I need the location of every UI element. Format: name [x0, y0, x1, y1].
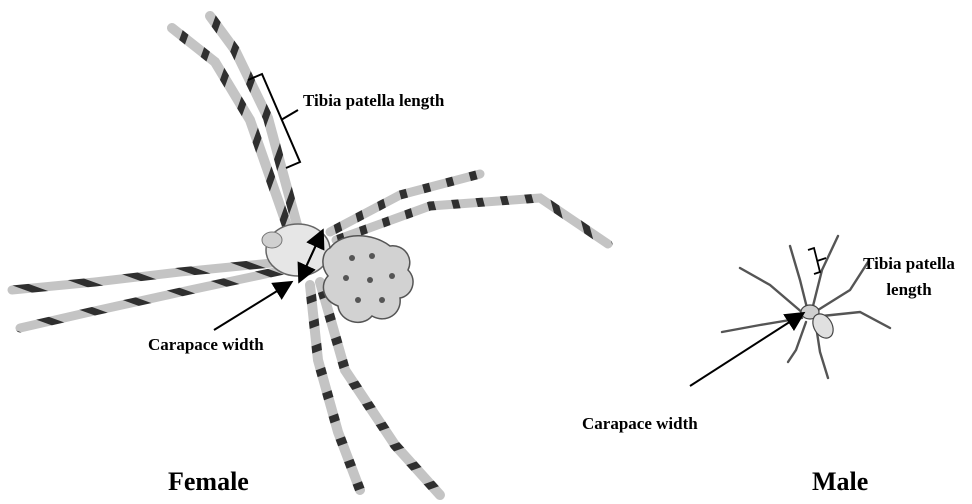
male-leg-front-1 [790, 246, 808, 312]
male-leg-rear-1 [788, 322, 806, 362]
female-head [262, 232, 282, 248]
male-tibia-bracket-tip [817, 258, 826, 261]
female-carapace-leader [214, 283, 290, 330]
female-carapace [266, 224, 330, 276]
male-leg-left-2 [722, 318, 802, 332]
male-leg-left-1 [740, 268, 804, 314]
female-tibia-label: Tibia patella length [303, 91, 444, 111]
female-carapace-label: Carapace width [148, 335, 264, 355]
male-carapace-leader [690, 314, 802, 386]
male-tibia-label-line1: Tibia patella [848, 254, 970, 274]
male-caption: Male [812, 467, 868, 497]
female-tibia-bracket-tip [281, 110, 298, 120]
spider-female-icon [12, 16, 608, 495]
male-tibia-label-line2: length [848, 280, 970, 300]
male-carapace-label: Carapace width [582, 414, 698, 434]
female-caption: Female [168, 467, 249, 497]
